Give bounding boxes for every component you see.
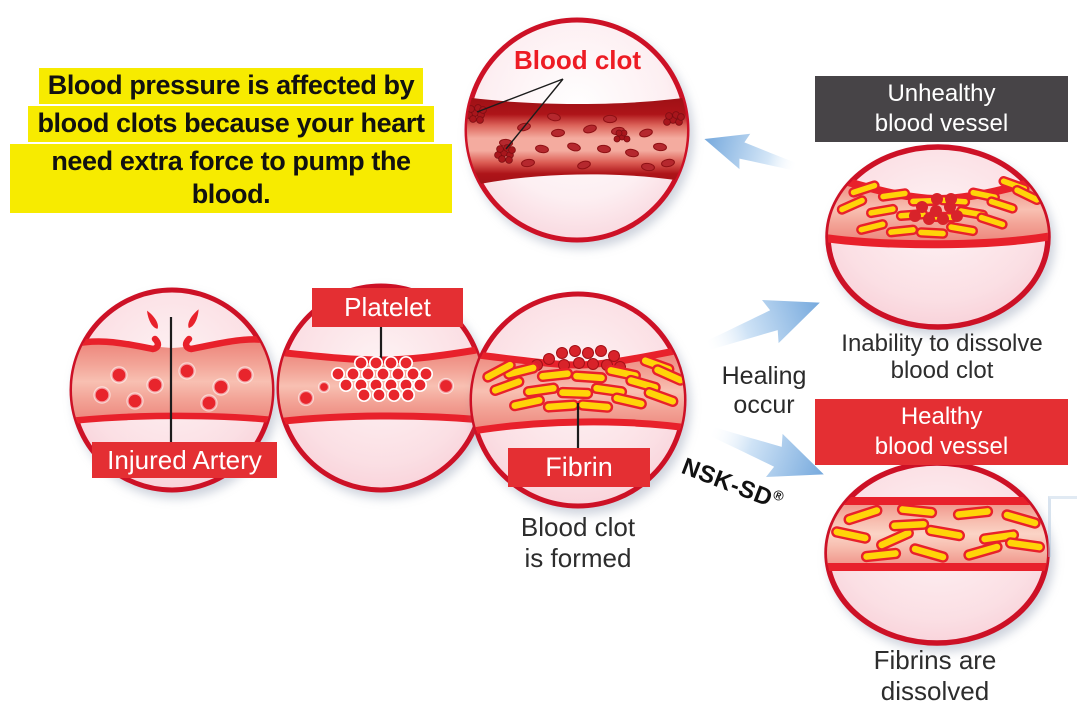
fibrin-mesh bbox=[836, 176, 1043, 239]
healthy-vessel-label: Healthy blood vessel bbox=[815, 399, 1068, 465]
blood-clot-clusters bbox=[467, 104, 685, 164]
unhealthy-vessel-label: Unhealthy blood vessel bbox=[815, 76, 1068, 142]
blood-clot-title: Blood clot bbox=[513, 45, 642, 75]
clot-pointer-lines bbox=[476, 78, 564, 150]
highlight-note-line3: need extra force to pump the blood. bbox=[10, 144, 452, 213]
arrow-left-icon bbox=[704, 133, 798, 171]
healing-occur-text: Healing occur bbox=[721, 362, 807, 419]
fibrin-label: Fibrin bbox=[508, 448, 650, 487]
platelet-label: Platelet bbox=[312, 288, 463, 327]
trapped-platelets bbox=[909, 193, 963, 225]
blood-splash-droplet bbox=[188, 309, 199, 328]
highlight-note-line2: blood clots because your heart bbox=[28, 106, 434, 142]
unhealthy-label-line1: Unhealthy bbox=[887, 80, 996, 107]
blood-clot-vessel-illustration bbox=[464, 17, 690, 243]
red-blood-cells bbox=[93, 362, 254, 412]
vessel-cross-section bbox=[467, 95, 687, 191]
platelet-stage-illustration bbox=[276, 283, 486, 493]
arrow-up-right-icon bbox=[705, 299, 820, 351]
fibrin-mesh bbox=[482, 355, 684, 413]
arrow-down-right-icon bbox=[709, 426, 824, 478]
dissolving-fibrins bbox=[831, 503, 1046, 563]
healthy-label-line1: Healthy bbox=[900, 403, 983, 430]
healthy-label-line2: blood vessel bbox=[874, 433, 1009, 460]
injured-artery-label: Injured Artery bbox=[92, 442, 277, 478]
unhealthy-vessel-illustration bbox=[825, 144, 1051, 330]
blood-splash-droplet bbox=[147, 310, 158, 329]
highlight-note: Blood pressure is affected by blood clot… bbox=[10, 68, 452, 215]
highlight-note-line1: Blood pressure is affected by bbox=[38, 68, 424, 104]
healthy-vessel-illustration bbox=[824, 460, 1050, 646]
watermark-artifact bbox=[1048, 496, 1077, 557]
platelet-cluster bbox=[330, 355, 434, 403]
unhealthy-label-line2: blood vessel bbox=[874, 110, 1009, 137]
inability-caption: Inability to dissolve blood clot bbox=[841, 330, 1043, 384]
blood-clot-formed-caption: Blood clot is formed bbox=[520, 512, 636, 573]
injured-artery-illustration bbox=[69, 287, 275, 493]
red-blood-cells bbox=[297, 377, 455, 407]
fibrins-dissolved-caption: Fibrins are dissolved bbox=[873, 645, 997, 706]
